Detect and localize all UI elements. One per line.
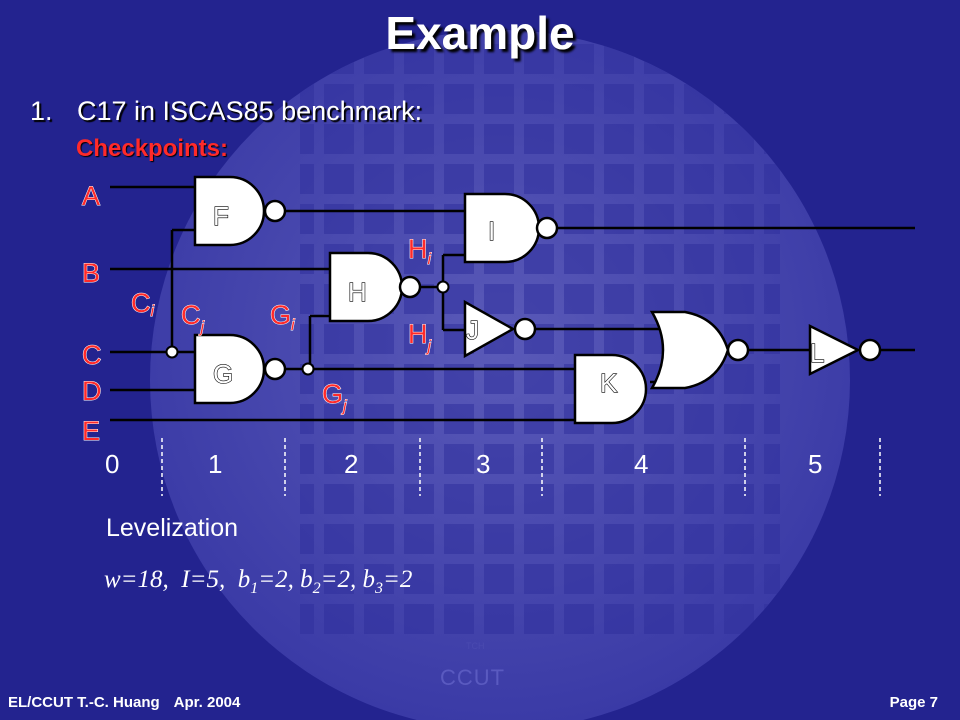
level-number-4: 4 bbox=[634, 449, 648, 479]
footer-author: EL/CCUT T.-C. Huang Apr. 2004 bbox=[8, 694, 240, 711]
input-label-b: B bbox=[82, 258, 100, 288]
checkpoint-gj: Gj bbox=[322, 379, 347, 415]
footer-date: Apr. 2004 bbox=[173, 694, 241, 711]
checkpoint-hi: Hi bbox=[408, 234, 432, 268]
gate-label-h: H bbox=[348, 277, 367, 307]
gate-label-k: K bbox=[600, 368, 618, 398]
level-number-5: 5 bbox=[808, 449, 822, 479]
gate-label-i: I bbox=[488, 216, 495, 246]
slide-title: Example bbox=[385, 7, 575, 59]
checkpoints-heading: Checkpoints: bbox=[76, 135, 229, 162]
page-number: Page 7 bbox=[889, 694, 938, 711]
level-number-3: 3 bbox=[476, 449, 490, 479]
checkpoint-gi: Gi bbox=[270, 300, 295, 334]
level-number-1: 1 bbox=[208, 449, 222, 479]
footer-author-text: EL/CCUT T.-C. Huang bbox=[8, 694, 160, 711]
checkpoint-cj: Cj bbox=[181, 300, 205, 336]
level-number-0: 0 bbox=[105, 449, 119, 479]
checkpoint-hj: Hj bbox=[408, 319, 432, 355]
gate-label-j: J bbox=[466, 315, 479, 345]
gate-label-f: F bbox=[213, 201, 229, 231]
input-label-e: E bbox=[82, 416, 100, 446]
gate-label-l: L bbox=[810, 338, 824, 368]
input-label-d: D bbox=[82, 376, 102, 406]
levelization-label: Levelization bbox=[106, 514, 239, 542]
list-item-number: 1. bbox=[30, 96, 53, 126]
levelization-formula: w=18, I=5, b1=2, b2=2, b3=2 bbox=[104, 566, 413, 597]
level-number-2: 2 bbox=[344, 449, 358, 479]
list-item-c17: 1. C17 in ISCAS85 benchmark: bbox=[30, 96, 422, 127]
checkpoint-ci: Ci bbox=[131, 288, 155, 320]
watermark-logo: CCUT bbox=[440, 665, 506, 690]
input-label-c: C bbox=[82, 340, 102, 370]
watermark-small: TCH bbox=[466, 641, 485, 651]
input-label-a: A bbox=[82, 181, 100, 211]
list-item-text: C17 in ISCAS85 benchmark: bbox=[77, 96, 423, 126]
gate-label-g: G bbox=[213, 359, 233, 389]
